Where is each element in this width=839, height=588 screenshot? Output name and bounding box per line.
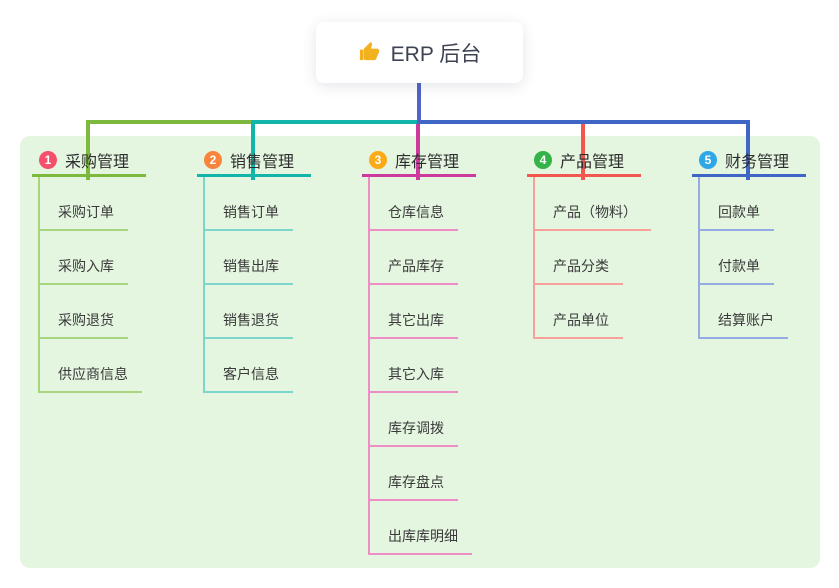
child-node[interactable]: 采购订单: [40, 202, 128, 231]
child-node-row: 采购入库: [40, 231, 182, 285]
branch-children: 仓库信息产品库存其它出库其它入库库存调拨库存盘点出库库明细: [368, 177, 512, 555]
child-node-row: 销售出库: [205, 231, 347, 285]
branch-header[interactable]: 2 销售管理: [197, 146, 311, 177]
root-node-erp[interactable]: ERP 后台: [316, 22, 523, 83]
root-node-label: ERP 后台: [390, 42, 482, 66]
branch-number-badge: 3: [369, 151, 387, 169]
branch-children: 采购订单采购入库采购退货供应商信息: [38, 177, 182, 393]
branch-number-badge: 2: [204, 151, 222, 169]
connector-segment: [251, 120, 255, 180]
child-node-row: 产品分类: [535, 231, 677, 285]
branch-number-badge: 4: [534, 151, 552, 169]
child-node-row: 其它出库: [370, 285, 512, 339]
branch-label: 产品管理: [560, 154, 625, 171]
child-node-row: 产品单位: [535, 285, 677, 339]
child-node-row: 客户信息: [205, 339, 347, 393]
child-node-row: 销售订单: [205, 177, 347, 231]
child-node[interactable]: 其它出库: [370, 310, 458, 339]
child-node[interactable]: 采购退货: [40, 310, 128, 339]
child-node-row: 供应商信息: [40, 339, 182, 393]
child-node-row: 回款单: [700, 177, 839, 231]
connector-segment: [251, 120, 419, 124]
child-node-row: 采购退货: [40, 285, 182, 339]
branch-销售管理: 2 销售管理销售订单销售出库销售退货客户信息: [197, 146, 347, 393]
thumbs-up-path: [359, 41, 379, 61]
child-node[interactable]: 库存盘点: [370, 472, 458, 501]
child-node-row: 仓库信息: [370, 177, 512, 231]
child-node[interactable]: 客户信息: [205, 364, 293, 393]
child-node-row: 其它入库: [370, 339, 512, 393]
child-node[interactable]: 产品库存: [370, 256, 458, 285]
branch-children: 回款单付款单结算账户: [698, 177, 839, 339]
child-node[interactable]: 产品分类: [535, 256, 623, 285]
branch-label: 销售管理: [230, 154, 295, 171]
child-node[interactable]: 产品单位: [535, 310, 623, 339]
child-node[interactable]: 库存调拨: [370, 418, 458, 447]
child-node[interactable]: 回款单: [700, 202, 774, 231]
branch-children: 销售订单销售出库销售退货客户信息: [203, 177, 347, 393]
branch-header[interactable]: 4 产品管理: [527, 146, 641, 177]
child-node[interactable]: 供应商信息: [40, 364, 142, 393]
connector-segment: [746, 120, 750, 180]
branch-number-badge: 1: [39, 151, 57, 169]
branch-label: 采购管理: [65, 154, 130, 171]
child-node[interactable]: 出库库明细: [370, 526, 472, 555]
child-node[interactable]: 结算账户: [700, 310, 788, 339]
child-node[interactable]: 产品（物料）: [535, 202, 651, 231]
connector-segment: [86, 120, 255, 124]
child-node[interactable]: 仓库信息: [370, 202, 458, 231]
child-node[interactable]: 付款单: [700, 256, 774, 285]
branch-财务管理: 5 财务管理回款单付款单结算账户: [692, 146, 839, 339]
child-node[interactable]: 销售退货: [205, 310, 293, 339]
child-node-row: 库存盘点: [370, 447, 512, 501]
branches-background-panel: [20, 136, 820, 568]
branch-children: 产品（物料） 产品分类产品单位: [533, 177, 677, 339]
branch-label: 库存管理: [395, 154, 460, 171]
branch-产品管理: 4 产品管理产品（物料） 产品分类产品单位: [527, 146, 677, 339]
branch-header[interactable]: 5 财务管理: [692, 146, 806, 177]
connector-segment: [86, 120, 90, 180]
connector-segment: [581, 120, 585, 180]
child-node-row: 付款单: [700, 231, 839, 285]
branch-采购管理: 1 采购管理采购订单采购入库采购退货供应商信息: [32, 146, 182, 393]
child-node-row: 出库库明细: [370, 501, 512, 555]
child-node[interactable]: 采购入库: [40, 256, 128, 285]
branch-header[interactable]: 1 采购管理: [32, 146, 146, 177]
connector-segment: [417, 120, 750, 124]
child-node[interactable]: 其它入库: [370, 364, 458, 393]
branch-库存管理: 3 库存管理仓库信息产品库存其它出库其它入库库存调拨库存盘点出库库明细: [362, 146, 512, 555]
branch-number-badge: 5: [699, 151, 717, 169]
child-node-row: 采购订单: [40, 177, 182, 231]
child-node[interactable]: 销售出库: [205, 256, 293, 285]
branch-label: 财务管理: [725, 154, 790, 171]
connector-segment: [416, 120, 420, 180]
child-node-row: 库存调拨: [370, 393, 512, 447]
child-node-row: 产品（物料）: [535, 177, 677, 231]
connector-segment: [417, 83, 421, 124]
thumbs-up-icon: [358, 41, 381, 64]
child-node-row: 产品库存: [370, 231, 512, 285]
child-node-row: 销售退货: [205, 285, 347, 339]
branch-header[interactable]: 3 库存管理: [362, 146, 476, 177]
child-node-row: 结算账户: [700, 285, 839, 339]
child-node[interactable]: 销售订单: [205, 202, 293, 231]
